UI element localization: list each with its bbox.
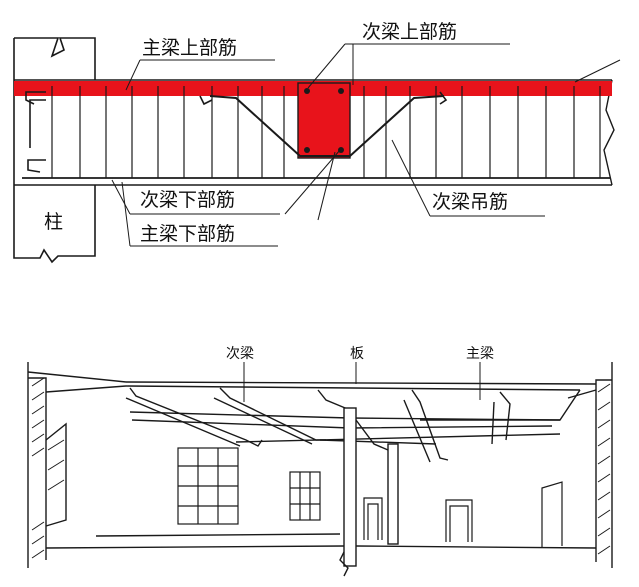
slab-label: 板 [350, 346, 364, 362]
rebar-elevation-diagram: 柱 [13, 21, 621, 264]
right-wall [567, 362, 613, 568]
stirrups [51, 86, 601, 178]
window-middle [289, 471, 321, 521]
secondary-beam-top-rebar-label: 次梁上部筋 [362, 21, 457, 43]
perspective-leader-lines [243, 362, 481, 402]
main-beam-top-rebar-label: 主梁上部筋 [142, 37, 237, 59]
rebar-hooks [25, 91, 448, 173]
secondary-beam-bottom-rebar-label: 次梁下部筋 [140, 189, 235, 211]
main-beam-bottom-rebar-label: 主梁下部筋 [140, 223, 235, 245]
hanger-rebar [209, 95, 445, 157]
column: 柱 [13, 37, 96, 264]
window-left [177, 447, 239, 525]
columns [343, 407, 399, 567]
doors [363, 481, 563, 548]
left-wall [27, 362, 127, 568]
secondary-beam-section [297, 82, 351, 159]
column-label: 柱 [44, 211, 63, 233]
secondary-beam-label: 次梁 [226, 346, 254, 362]
hanger-rebar-label: 次梁吊筋 [432, 191, 508, 213]
building-perspective-diagram [27, 362, 613, 577]
main-beam-label: 主梁 [466, 346, 494, 362]
leader-lines [111, 43, 621, 247]
main-beam-outline [14, 79, 615, 186]
floor [45, 533, 597, 577]
